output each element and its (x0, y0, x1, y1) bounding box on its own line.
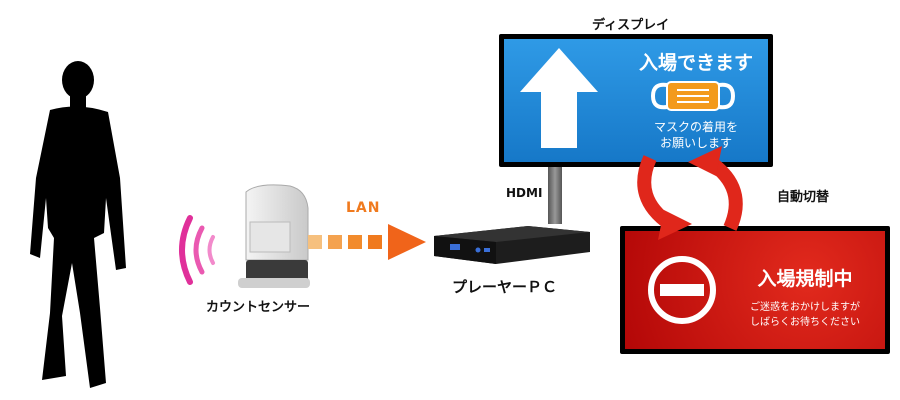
enter-message-line2: お願いします (659, 136, 732, 150)
cycle-arrows-icon (637, 146, 743, 240)
display-screen-enter: 入場できます マスクの着用を お願いします (499, 34, 773, 167)
lan-arrow (308, 224, 426, 260)
player-pc-device (434, 226, 590, 264)
block-title: 入場規制中 (757, 268, 853, 290)
display-screen-block: 入場規制中 ご迷惑をおかけしますが しばらくお待ちください (620, 226, 890, 354)
hdmi-label: HDMI (506, 186, 543, 200)
player-pc-label: プレーヤーＰＣ (452, 278, 558, 296)
signal-waves-icon (179, 215, 215, 285)
lan-label: LAN (346, 200, 381, 216)
enter-title: 入場できます (638, 52, 753, 74)
enter-message-line1: マスクの着用を (653, 120, 738, 134)
no-entry-icon (648, 256, 716, 324)
count-sensor-device (238, 184, 310, 288)
block-message-line2: しばらくお待ちください (750, 317, 860, 328)
sensor-label: カウントセンサー (206, 300, 311, 315)
person-silhouette-icon (30, 61, 126, 388)
display-label: ディスプレイ (592, 18, 670, 33)
up-arrow-icon (520, 48, 598, 148)
mask-icon (651, 81, 735, 111)
block-message-line1: ご迷惑をおかけしますが (750, 302, 860, 313)
display-stand (548, 162, 562, 224)
auto-switch-label: 自動切替 (777, 190, 830, 205)
